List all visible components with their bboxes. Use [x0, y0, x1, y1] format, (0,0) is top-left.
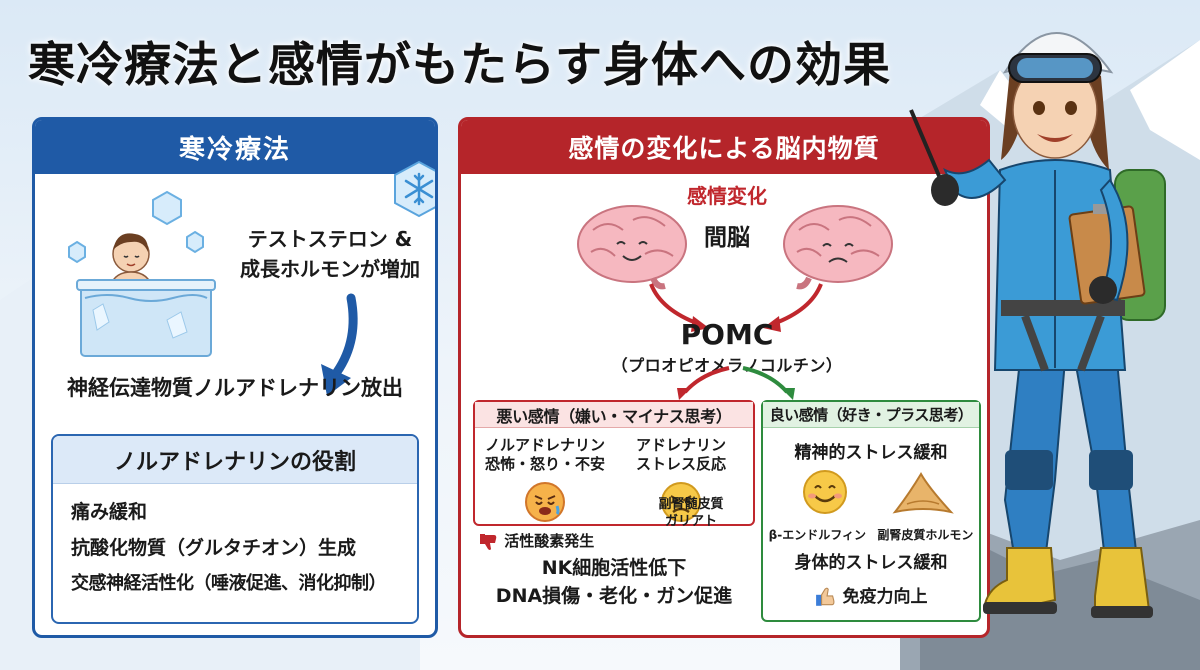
brain-substances-panel: 感情の変化による脳内物質 感情変化 間脳 POMC （プロオピオメラノコルチン）…: [458, 117, 990, 638]
climber-illustration: [909, 32, 1166, 618]
thumbs-down-icon: [480, 533, 497, 550]
bad-emotion-box: 悪い感情（嫌い・マイナス思考） ノルアドレナリン 恐怖・怒り・不安 アドレナリン…: [473, 400, 755, 526]
active-oxygen-row: 活性酸素発生: [479, 530, 594, 552]
brain-substances-header: 感情の変化による脳内物質: [461, 120, 987, 174]
hormone-line-2: 成長ホルモンが増加: [240, 257, 420, 281]
beta-endorphin-label: β-エンドルフィン: [768, 528, 866, 542]
list-item: 交感神経活性化（唾液促進、消化抑制）: [71, 573, 387, 594]
col1-line-1: ノルアドレナリン: [484, 436, 605, 454]
hormone-label-row: β-エンドルフィン 副腎皮質ホルモン: [763, 526, 979, 543]
nk-line-2: DNA損傷・老化・ガン促進: [495, 585, 733, 607]
bad-emotion-header: 悪い感情（嫌い・マイナス思考）: [475, 402, 753, 428]
thumbs-up-icon: [815, 587, 835, 606]
page-title: 寒冷療法と感情がもたらす身体への効果: [28, 38, 892, 93]
noradrenaline-role-box: ノルアドレナリンの役割 痛み緩和 抗酸化物質（グルタチオン）生成 交感神経活性化…: [51, 434, 419, 624]
down-arrow-icon: [321, 293, 358, 396]
list-item: 痛み緩和: [71, 501, 148, 523]
cold-therapy-header: 寒冷療法: [35, 120, 435, 174]
active-oxygen-text: 活性酸素発生: [504, 532, 595, 550]
diencephalon-label: 間脳: [704, 225, 750, 251]
pomc-label: POMC: [680, 318, 774, 351]
corticosteroid-label: 副腎皮質ホルモン: [877, 528, 974, 542]
immunity-text: 免疫力向上: [842, 587, 928, 607]
physical-stress-relief-text: 身体的ストレス緩和: [794, 553, 948, 573]
list-item: 抗酸化物質（グルタチオン）生成: [71, 537, 357, 559]
col1-line-2: 恐怖・怒り・不安: [484, 455, 605, 473]
split-arrows: [677, 366, 795, 400]
snowflake-icon: [394, 160, 435, 218]
hormone-line-1: テストステロン &: [247, 227, 413, 251]
emotion-change-label: 感情変化: [687, 184, 767, 208]
converging-arrows: [649, 283, 823, 332]
immunity-row: 免疫力向上: [763, 582, 979, 608]
mental-stress-relief-text: 精神的ストレス緩和: [794, 443, 948, 463]
stressed-face-icon: [661, 482, 701, 522]
adrenal-medulla-text: 副腎髄皮質 ガリアト: [629, 496, 753, 530]
adrenal-line-1: 副腎髄皮質: [658, 497, 724, 512]
adrenal-gland-icon: [892, 472, 954, 514]
noradrenaline-release-text: 神経伝達物質ノルアドレナリン放出: [67, 376, 403, 400]
ice-bath-illustration: [68, 190, 216, 357]
good-emotion-box: 良い感情（好き・プラス思考） 精神的ストレス緩和 β-エンドルフィン 副腎皮質ホ…: [761, 400, 981, 622]
nk-line-1: NK細胞活性低下: [541, 557, 687, 579]
sad-brain-icon: [783, 205, 893, 290]
cold-therapy-panel: 寒冷療法 テストステロン & 成長ホルモンが増加 神経伝達物質ノルアドレ: [32, 117, 438, 638]
hormone-increase-text: テストステロン & 成長ホルモンが増加: [225, 224, 435, 284]
role-box-header: ノルアドレナリンの役割: [53, 436, 417, 484]
good-emotion-header: 良い感情（好き・プラス思考）: [763, 402, 979, 428]
col2-line-2: ストレス反応: [635, 455, 726, 473]
pomc-sub-label: （プロオピオメラノコルチン）: [611, 356, 843, 375]
noradrenaline-column: ノルアドレナリン 恐怖・怒り・不安: [475, 436, 615, 529]
nk-cell-text: NK細胞活性低下 DNA損傷・老化・ガン促進: [473, 554, 755, 610]
happy-brain-icon: [577, 205, 687, 290]
angry-face-icon: [525, 482, 565, 522]
role-list: 痛み緩和 抗酸化物質（グルタチオン）生成 交感神経活性化（唾液促進、消化抑制）: [53, 484, 417, 612]
col2-line-1: アドレナリン: [635, 436, 726, 454]
adrenal-line-2: ガリアト: [664, 514, 717, 529]
adrenaline-column: アドレナリン ストレス反応: [611, 436, 751, 529]
smile-face-icon: [803, 470, 847, 514]
